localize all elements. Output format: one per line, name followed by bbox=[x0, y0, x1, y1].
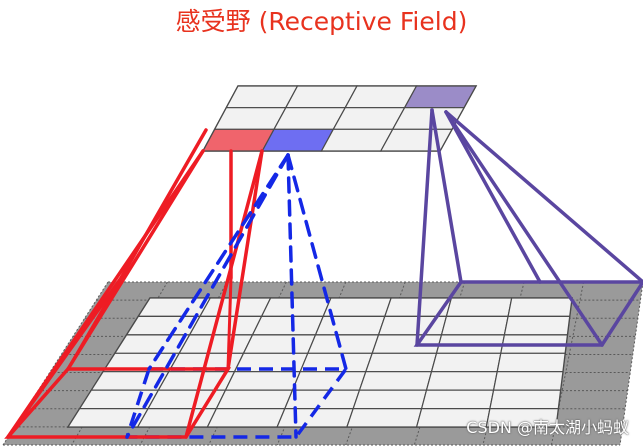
top-cell-red bbox=[201, 128, 276, 152]
bottom-grid-cell bbox=[425, 371, 498, 391]
bottom-grid-cell bbox=[178, 334, 254, 354]
bottom-grid-cell bbox=[507, 297, 573, 317]
purple-projection-line bbox=[444, 110, 542, 284]
red-projection-line bbox=[119, 128, 208, 280]
padding-grid-line bbox=[619, 281, 643, 446]
purple-projection-line bbox=[444, 110, 643, 284]
bottom-grid-cell bbox=[485, 408, 559, 428]
bottom-grid-cell bbox=[314, 315, 386, 336]
bottom-grid-cell bbox=[364, 352, 438, 373]
bottom-grid-cell bbox=[352, 389, 428, 410]
bottom-grid-cell bbox=[215, 389, 294, 410]
bottom-grid-cell bbox=[224, 371, 302, 391]
purple-projection-line bbox=[415, 108, 434, 347]
projection-lines bbox=[6, 108, 643, 439]
red-projection-line bbox=[184, 149, 264, 439]
bottom-grid-cell bbox=[420, 389, 495, 410]
page-title: 感受野 (Receptive Field) bbox=[175, 7, 468, 36]
red-projection-line bbox=[226, 149, 264, 371]
bottom-grid-cell bbox=[260, 297, 332, 317]
blue-projection-line bbox=[286, 153, 348, 371]
red-projection-line bbox=[66, 149, 205, 371]
bottom-grid-cell bbox=[306, 334, 380, 354]
bottom-grid-cell bbox=[489, 389, 562, 410]
top-feature-map bbox=[201, 85, 478, 152]
bottom-feature-map bbox=[2, 281, 643, 446]
blue-receptive-region bbox=[124, 367, 350, 439]
red-back-edge bbox=[226, 277, 233, 370]
blue-projection-line bbox=[147, 153, 290, 371]
bottom-grid-cell bbox=[136, 408, 218, 428]
purple-projection-line bbox=[430, 108, 463, 284]
blue-projection-line bbox=[286, 153, 298, 439]
bottom-grid-cell bbox=[206, 408, 286, 428]
bottom-grid-cell bbox=[346, 408, 423, 428]
bottom-grid-cell bbox=[503, 315, 571, 336]
top-grid-cell bbox=[379, 128, 454, 152]
top-grid-cell bbox=[225, 85, 299, 109]
bottom-grid-cell bbox=[251, 315, 325, 336]
bottom-grid-cell bbox=[242, 334, 317, 354]
bottom-grid-cell bbox=[358, 371, 433, 391]
bottom-grid-cell bbox=[430, 352, 502, 373]
bottom-grid-cell bbox=[492, 371, 564, 391]
bottom-grid-cell bbox=[445, 297, 513, 317]
bottom-grid-cell bbox=[188, 315, 263, 336]
top-cell-purple bbox=[403, 85, 478, 109]
watermark: CSDN @南太湖小蚂蚁 bbox=[466, 418, 629, 437]
purple-projection-line bbox=[444, 110, 604, 347]
bottom-grid-cell bbox=[291, 371, 367, 391]
red-projection-line bbox=[6, 149, 205, 439]
bottom-grid-cell bbox=[496, 352, 566, 373]
blue-base-rect bbox=[124, 367, 350, 439]
blue-projection-line bbox=[125, 153, 290, 439]
bottom-grid-cell bbox=[440, 315, 509, 336]
bottom-grid-cell bbox=[322, 297, 392, 317]
